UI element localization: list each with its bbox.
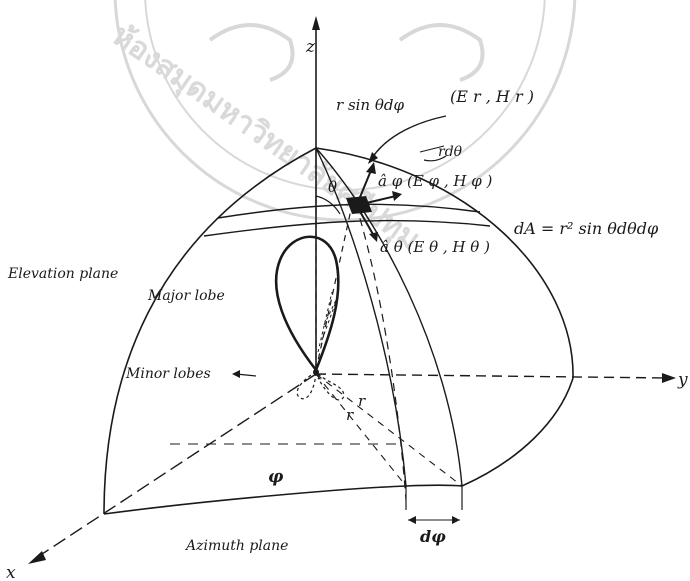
dphi-label: dφ [420, 527, 446, 546]
aphi-label: â φ (E φ , H φ ) [378, 172, 492, 190]
x-axis-label: x [6, 563, 16, 581]
y-axis-label: y [677, 370, 688, 390]
watermark-text: ห้องสมุดมหาวิทยาลัยศรีปทุม [105, 18, 426, 258]
x-axis-line [35, 373, 317, 559]
atheta-label: â θ (E θ , H θ ) [380, 238, 490, 256]
radiation-lobes [274, 235, 345, 401]
x-axis-arrowhead [28, 551, 46, 564]
ar-pointer-arrow [371, 115, 447, 159]
latitude-strip-bottom [203, 219, 491, 237]
patch-element [346, 196, 372, 214]
surface-patch [315, 115, 447, 242]
atheta-vector [357, 207, 375, 237]
major-lobe [274, 235, 340, 373]
origin-point [313, 369, 319, 375]
elevation-arc [103, 147, 317, 515]
minor-lobe-2 [317, 373, 345, 401]
phi-label: φ [268, 467, 284, 487]
azimuth-arc [103, 484, 463, 515]
ar-label: (E r , H r ) [450, 87, 534, 106]
z-axis-label: z [305, 37, 316, 57]
phi-line-1 [315, 373, 407, 487]
aphi-vector [361, 195, 397, 205]
azimuth-plane-label: Azimuth plane [184, 538, 288, 554]
watermark-seal: ห้องสมุดมหาวิทยาลัยศรีปทุม [105, 0, 577, 258]
theta-label: θ [328, 178, 337, 196]
radial-r-line [315, 204, 353, 371]
theta-arc [315, 195, 341, 215]
z-axis-arrowhead [312, 16, 320, 30]
meridian-2 [315, 147, 463, 487]
labels: z y x r sin θdφ (E r , H r ) rdθ â φ (E … [6, 37, 688, 581]
r-label-2: r [346, 406, 354, 424]
dA-label: dA = r² sin θdθdφ [514, 219, 659, 238]
right-meridian-arc [315, 147, 574, 379]
r-sin-label: r sin θdφ [336, 96, 404, 114]
major-lobe-label: Major lobe [147, 288, 225, 304]
minor-lobe-1 [296, 371, 317, 400]
azimuth-arc-right [461, 377, 574, 487]
phi-line-2 [315, 373, 463, 487]
latitude-strip-top [217, 203, 481, 219]
y-axis-line [315, 373, 669, 379]
y-axis-arrowhead [662, 373, 676, 383]
minor-lobes-label: Minor lobes [125, 366, 211, 382]
major-lobe-hatch [317, 291, 339, 353]
elevation-plane-label: Elevation plane [7, 266, 118, 282]
r-label-1: r [358, 392, 366, 410]
projection-dashed [355, 204, 407, 501]
rdtheta-label: rdθ [438, 144, 463, 160]
ar-vector [357, 167, 373, 203]
meridian-1 [315, 147, 407, 487]
hemisphere [103, 147, 574, 524]
